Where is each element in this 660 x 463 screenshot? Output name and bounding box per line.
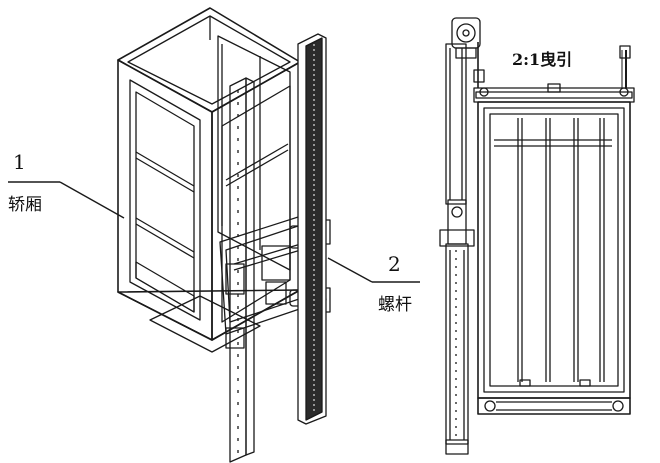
guide-shoe <box>439 229 475 247</box>
car-cabin <box>117 7 301 353</box>
part-1-name: 轿厢 <box>8 195 42 215</box>
car-frame-front <box>473 42 635 415</box>
front-view <box>439 17 635 455</box>
leader-line-2 <box>327 257 420 283</box>
left-shaft <box>445 43 469 455</box>
leader-line-1 <box>8 181 125 219</box>
part-2-name: 螺杆 <box>378 295 412 315</box>
isometric-car-view <box>8 7 420 463</box>
part-2-number: 2 <box>388 252 401 276</box>
part-1-number: 1 <box>13 150 26 174</box>
screw-rod <box>297 33 327 425</box>
traction-ratio-label: 2:1曳引 <box>512 50 573 69</box>
